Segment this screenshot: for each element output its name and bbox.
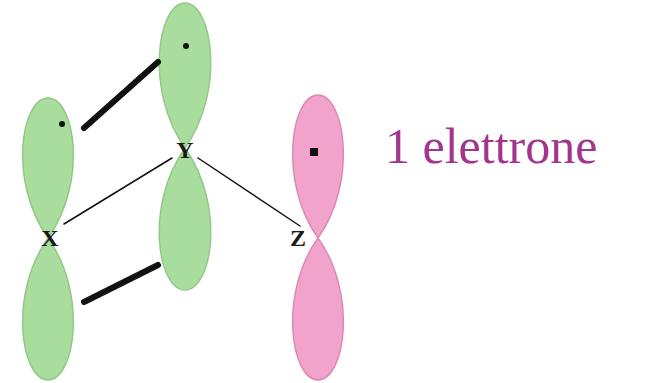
sigma-bond-line: [64, 158, 172, 224]
p-orbital-lobe: [293, 238, 344, 380]
electron-dot: [310, 148, 318, 156]
p-orbital-lobe: [159, 148, 211, 290]
atom-label: X: [41, 226, 58, 250]
atom-label: Y: [176, 138, 193, 162]
p-orbital-lobe: [159, 3, 211, 148]
electron-note: 1 elettrone: [385, 121, 597, 171]
sigma-bond-line: [198, 158, 300, 226]
p-orbital-lobe: [293, 95, 344, 238]
pi-overlap-line: [84, 265, 158, 302]
electron-dot: [59, 121, 65, 127]
atom-label: Z: [290, 226, 306, 250]
p-orbital-lobe: [23, 98, 74, 238]
p-orbital-lobe: [23, 238, 74, 380]
pi-overlap-line: [84, 62, 158, 128]
electron-dot: [183, 43, 189, 49]
